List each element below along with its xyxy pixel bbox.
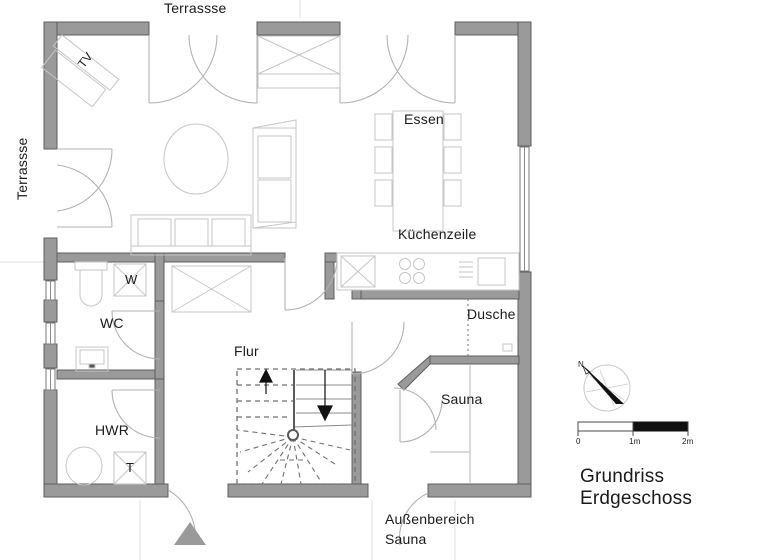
room-label-dusche: Dusche: [467, 306, 516, 322]
appliance-label-washer: W: [125, 272, 138, 287]
room-label-hwr: HWR: [95, 422, 130, 438]
staircase: [236, 368, 356, 485]
round-table: [163, 123, 229, 195]
tv-unit: [41, 34, 120, 108]
door-swings: [56, 34, 456, 546]
sauna-benches: [430, 364, 471, 484]
scale-tick-0: 0: [576, 437, 581, 446]
room-label-sauna: Sauna: [441, 391, 483, 407]
plan-title-line2: Erdgeschoss: [580, 488, 693, 509]
window-mullions: [50, 147, 525, 390]
scale-tick-1m: 1m: [629, 437, 641, 446]
exterior-walls: [43, 21, 532, 498]
compass-north-label: N: [578, 360, 584, 369]
stair-direction-arrows: [259, 368, 333, 422]
sofa: [130, 214, 252, 256]
shower-fixture: [502, 343, 513, 352]
washing-machine: [113, 263, 147, 297]
shelf-unit: [252, 119, 297, 229]
plan-title-line1: Grundriss: [580, 466, 665, 487]
scale-bar: [577, 421, 689, 436]
exterior-label-terrasse-left: Terrassse: [14, 137, 30, 200]
dining-table-top: [392, 110, 444, 232]
exterior-label-terrasse-top: Terrassse: [164, 0, 227, 16]
hwr-tank: [65, 446, 103, 486]
appliance-label-dryer: T: [126, 460, 135, 475]
scale-tick-2m: 2m: [682, 437, 694, 446]
entrance-marker: [174, 522, 206, 545]
hall-storage: [171, 265, 252, 313]
guide-lines: [0, 0, 456, 560]
dryer-machine: [113, 451, 147, 485]
wc-sink: [75, 346, 109, 372]
kitchen-counter: [336, 252, 520, 291]
room-label-flur: Flur: [234, 343, 259, 359]
room-label-kuechenzeile: Küchenzeile: [398, 226, 477, 242]
room-label-wc: WC: [100, 315, 124, 331]
exterior-label-aussenbereich-sauna: Sauna: [385, 531, 427, 547]
exterior-label-aussenbereich: Außenbereich: [385, 511, 475, 527]
furniture: [41, 34, 520, 486]
wc-toilet: [74, 261, 108, 307]
top-cabinet: [257, 35, 341, 89]
compass-rose: [582, 364, 631, 412]
room-label-essen: Essen: [404, 111, 444, 127]
